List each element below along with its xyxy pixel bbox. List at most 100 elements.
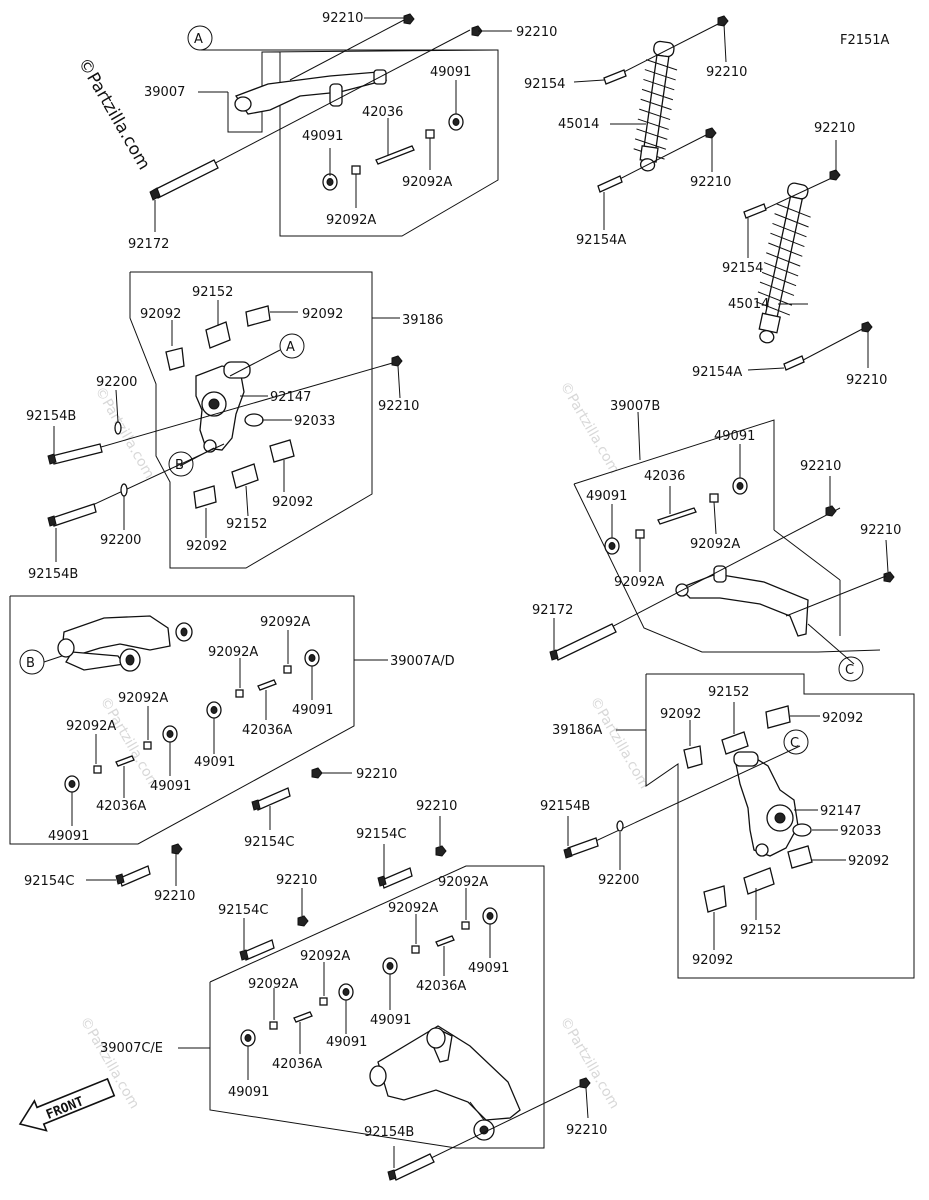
callout-b-circle: [19, 649, 45, 675]
assembly-39007: [149, 13, 512, 237]
label-92092A: 92092A: [438, 875, 488, 890]
label-92092A: 92092A: [118, 691, 168, 706]
label-92147: 92147: [270, 390, 311, 405]
label-39007B: 39007B: [610, 399, 660, 414]
label-92200: 92200: [100, 533, 141, 548]
label-92092A: 92092A: [248, 977, 298, 992]
label-92092A: 92092A: [614, 575, 664, 590]
label-42036: 42036: [362, 105, 403, 120]
label-92092A: 92092A: [66, 719, 116, 734]
label-92092A: 92092A: [690, 537, 740, 552]
callout-c: C: [790, 736, 799, 751]
label-49091: 49091: [468, 961, 509, 976]
label-92210: 92210: [356, 767, 397, 782]
swing-arm-part: [377, 1025, 521, 1121]
swing-arm-part: [678, 573, 809, 637]
watermark: ©Partzilla.com: [92, 384, 158, 482]
callout-a: A: [194, 32, 203, 47]
label-92210: 92210: [846, 373, 887, 388]
label-92154B: 92154B: [364, 1125, 414, 1140]
callout-b: B: [175, 458, 184, 473]
nut-92210: [403, 13, 415, 25]
assembly-39186: [47, 271, 403, 569]
label-49091: 49091: [150, 779, 191, 794]
label-92092A: 92092A: [300, 949, 350, 964]
label-92092: 92092: [848, 854, 889, 869]
label-92210: 92210: [154, 889, 195, 904]
label-49091: 49091: [194, 755, 235, 770]
label-92210: 92210: [706, 65, 747, 80]
label-92154B: 92154B: [26, 409, 76, 424]
label-92210: 92210: [516, 25, 557, 40]
label-92033: 92033: [294, 414, 335, 429]
label-92092: 92092: [140, 307, 181, 322]
label-92172: 92172: [128, 237, 169, 252]
assembly-39007B: [549, 411, 895, 665]
label-92210: 92210: [690, 175, 731, 190]
label-49091: 49091: [430, 65, 471, 80]
label-92210: 92210: [860, 523, 901, 538]
label-92092A: 92092A: [260, 615, 310, 630]
callout-b: B: [26, 656, 35, 671]
shock-absorber-part: [633, 40, 678, 172]
label-92210: 92210: [416, 799, 457, 814]
label-49091: 49091: [48, 829, 89, 844]
label-49091: 49091: [370, 1013, 411, 1028]
assembly-39007A-D: [9, 595, 388, 845]
shock-absorber-part: [755, 182, 811, 344]
label-92092A: 92092A: [208, 645, 258, 660]
label-92154B: 92154B: [540, 799, 590, 814]
label-49091: 49091: [586, 489, 627, 504]
label-92210: 92210: [378, 399, 419, 414]
label-92154C: 92154C: [244, 835, 294, 850]
label-92092: 92092: [822, 711, 863, 726]
shock-absorbers: [573, 15, 873, 371]
label-92154B: 92154B: [28, 567, 78, 582]
callout-a-circle: [187, 25, 213, 51]
callout-a: A: [286, 340, 295, 355]
figure-code: F2151A: [840, 33, 890, 48]
watermark: ©Partzilla.com: [587, 694, 653, 792]
label-92154A: 92154A: [692, 365, 742, 380]
watermark: ©Partzilla.com: [557, 379, 623, 477]
label-39007: 39007: [144, 85, 185, 100]
label-39007A-D: 39007A/D: [390, 654, 455, 669]
label-92147: 92147: [820, 804, 861, 819]
label-92092: 92092: [692, 953, 733, 968]
label-92154: 92154: [722, 261, 763, 276]
callout-a-circle: [279, 333, 305, 359]
swing-arm-part: [61, 615, 171, 657]
label-92200: 92200: [96, 375, 137, 390]
label-92092: 92092: [302, 307, 343, 322]
label-39186A: 39186A: [552, 723, 602, 738]
assembly-39007C-E: [86, 767, 591, 1181]
watermark: ©Partzilla.com: [557, 1014, 623, 1112]
label-49091: 49091: [302, 129, 343, 144]
label-42036: 42036: [644, 469, 685, 484]
callout-b-circle: [168, 451, 194, 477]
label-92210: 92210: [322, 11, 363, 26]
label-92152: 92152: [708, 685, 749, 700]
label-92200: 92200: [598, 873, 639, 888]
label-92092A: 92092A: [402, 175, 452, 190]
watermark: ©Partzilla.com: [97, 694, 163, 792]
label-92154C: 92154C: [218, 903, 268, 918]
label-49091: 49091: [326, 1035, 367, 1050]
watermark-main: ©Partzilla.com: [74, 55, 154, 174]
label-45014: 45014: [558, 117, 599, 132]
label-92210: 92210: [800, 459, 841, 474]
label-49091: 49091: [228, 1085, 269, 1100]
label-92210: 92210: [566, 1123, 607, 1138]
label-42036A: 42036A: [96, 799, 146, 814]
front-arrow-icon: FRONT: [18, 1077, 116, 1132]
assembly-39186A: [563, 673, 915, 979]
label-92154A: 92154A: [576, 233, 626, 248]
label-92152: 92152: [226, 517, 267, 532]
label-92092: 92092: [660, 707, 701, 722]
label-92154C: 92154C: [356, 827, 406, 842]
label-92033: 92033: [840, 824, 881, 839]
label-92210: 92210: [814, 121, 855, 136]
label-92152: 92152: [192, 285, 233, 300]
label-92154: 92154: [524, 77, 565, 92]
